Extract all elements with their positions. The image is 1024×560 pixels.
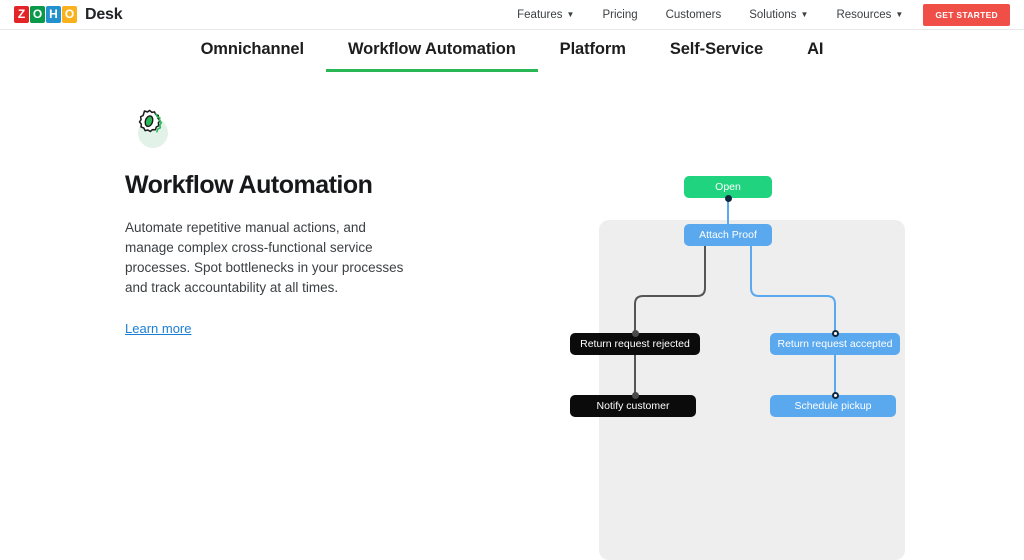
feature-description: Automate repetitive manual actions, and … — [125, 219, 404, 295]
tab-ai[interactable]: AI — [807, 40, 824, 58]
get-started-button[interactable]: GET STARTED — [923, 4, 1010, 26]
nav-item-solutions[interactable]: Solutions▼ — [735, 0, 822, 30]
nav-item-customers[interactable]: Customers — [665, 9, 722, 21]
nav-label-resources: Resources — [836, 9, 892, 21]
workflow-diagram: Open Attach Proof Return request rejecte… — [570, 176, 900, 417]
feature-tabs: Omnichannel Workflow Automation Platform… — [0, 30, 1024, 80]
flow-node-attach-proof[interactable]: Attach Proof — [684, 224, 772, 246]
flow-node-return-request-rejected[interactable]: Return request rejected — [570, 333, 700, 355]
page-title: Workflow Automation — [125, 171, 373, 199]
brand-logo[interactable]: Z O H O Desk — [14, 5, 123, 24]
nav-label-features: Features — [517, 9, 563, 21]
zoho-tile-z: Z — [14, 6, 29, 23]
flow-node-return-request-accepted[interactable]: Return request accepted — [770, 333, 900, 355]
learn-more-link[interactable]: Learn more — [125, 320, 192, 336]
tab-platform[interactable]: Platform — [559, 40, 626, 58]
flow-node-open[interactable]: Open — [684, 176, 772, 198]
feature-description-block: Workflow Automation Automate repetitive … — [125, 105, 425, 338]
zoho-tile-o2: O — [62, 6, 77, 23]
chevron-down-icon: ▼ — [800, 10, 809, 19]
zoho-tile-h: H — [46, 6, 61, 23]
chevron-down-icon: ▼ — [566, 10, 575, 19]
nav-item-features[interactable]: Features▼ — [503, 0, 588, 30]
tab-workflow-automation[interactable]: Workflow Automation — [326, 36, 538, 72]
zoho-tile-o1: O — [30, 6, 45, 23]
tab-omnichannel[interactable]: Omnichannel — [200, 40, 305, 58]
nav-item-pricing[interactable]: Pricing — [602, 9, 638, 21]
nav-label-solutions: Solutions — [749, 9, 797, 21]
connector-dot-accepted-top[interactable] — [831, 329, 839, 337]
site-header: Z O H O Desk Features▼ Pricing Customers… — [0, 0, 1024, 30]
zoho-logo-icon: Z O H O — [14, 6, 77, 23]
connector-dot-open-bottom[interactable] — [724, 194, 732, 202]
connector-dot-pickup-top[interactable] — [831, 391, 839, 399]
flow-node-notify-customer[interactable]: Notify customer — [570, 395, 696, 417]
nav-item-resources[interactable]: Resources▼ — [822, 0, 917, 30]
flow-node-schedule-pickup[interactable]: Schedule pickup — [770, 395, 896, 417]
workflow-diagram-panel — [599, 220, 905, 560]
connector-dot-rejected-top[interactable] — [631, 329, 639, 337]
primary-navigation: Features▼ Pricing Customers Solutions▼ R… — [503, 0, 1024, 30]
product-name: Desk — [85, 5, 123, 23]
chevron-down-icon: ▼ — [895, 10, 904, 19]
connector-dot-notify-top[interactable] — [631, 391, 639, 399]
gear-icon — [125, 105, 171, 151]
tab-self-service[interactable]: Self-Service — [669, 40, 764, 58]
